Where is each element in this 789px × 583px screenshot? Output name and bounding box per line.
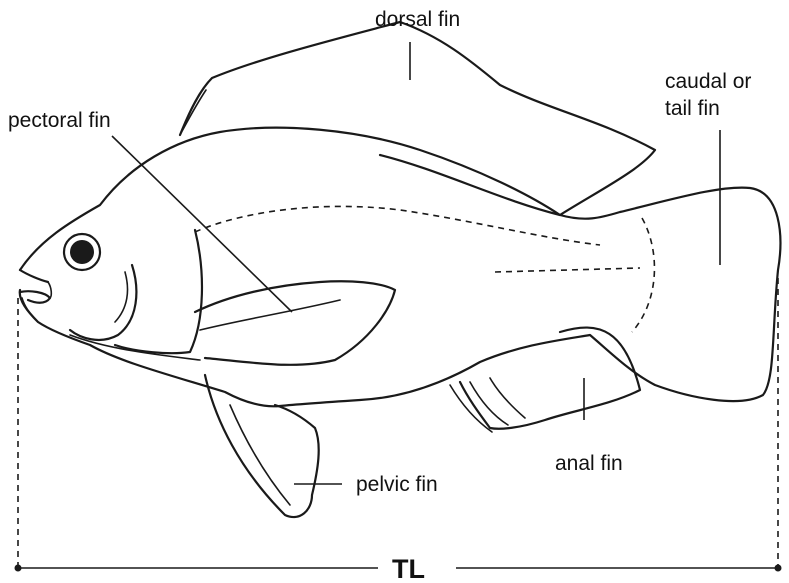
- anal-fin-label: anal fin: [555, 452, 623, 475]
- pectoral-fin-shape: [195, 281, 395, 365]
- pelvic-fin-shape: [205, 375, 319, 517]
- pelvic-fin-label: pelvic fin: [356, 473, 438, 496]
- caudal-fin-label-line2: tail fin: [665, 97, 720, 120]
- total-length-label: TL: [392, 554, 425, 583]
- pectoral-fin-label: pectoral fin: [8, 109, 111, 132]
- caudal-fin-label-line1: caudal or: [665, 70, 751, 93]
- dorsal-fin-shape: [180, 22, 655, 215]
- dorsal-fin-label: dorsal fin: [375, 8, 460, 31]
- fish-body-outline: [20, 128, 781, 407]
